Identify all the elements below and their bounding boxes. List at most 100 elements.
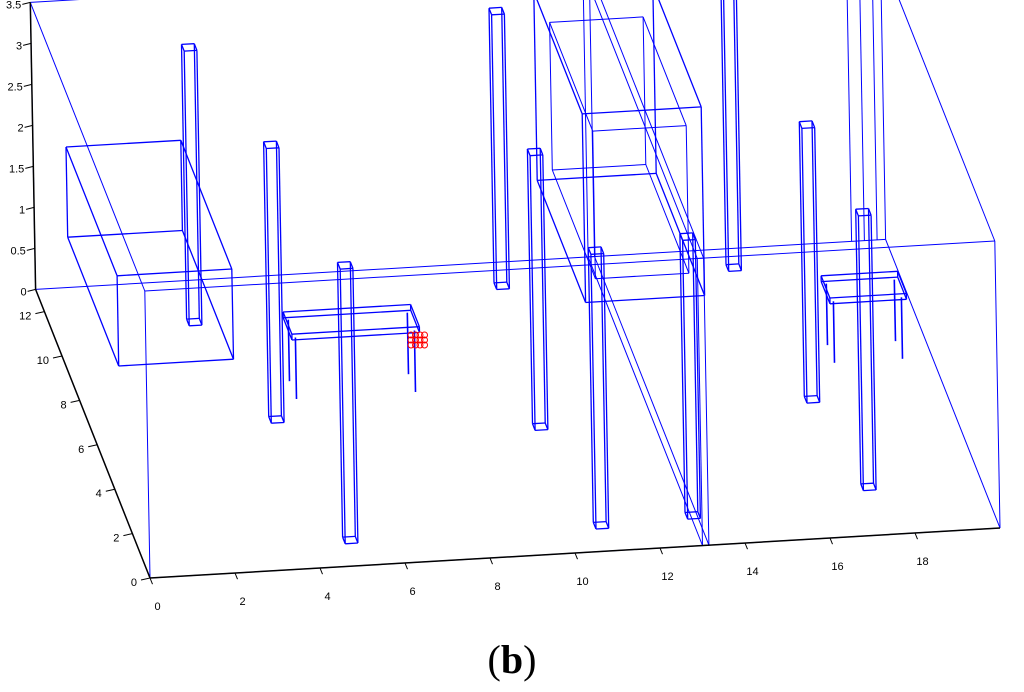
column-10-edge <box>681 240 689 520</box>
cabinet-center-inner-edge <box>549 22 553 171</box>
y-axis-line <box>34 289 151 579</box>
table-left-top <box>282 303 421 341</box>
cabinet-center-edge <box>536 180 587 303</box>
z-tick <box>22 42 32 46</box>
table-right-top <box>820 270 908 305</box>
column-8 <box>798 120 821 404</box>
caption-open: ( <box>487 637 501 682</box>
column-7-edge <box>723 0 730 272</box>
column-6-edge <box>603 253 610 529</box>
y-tick <box>105 488 115 492</box>
z-tick-label: 2.5 <box>8 81 23 93</box>
column-3-edge <box>345 542 358 545</box>
column-8-edge <box>801 128 808 404</box>
y-tick-label: 6 <box>78 444 84 456</box>
column-4-edge <box>488 6 502 9</box>
target-marker <box>421 336 428 344</box>
column-2-edge <box>263 140 277 143</box>
y-tick <box>52 355 63 359</box>
x-tick <box>574 552 578 560</box>
cabinet-left <box>65 139 235 367</box>
table-right-legs-leg <box>832 301 836 363</box>
column-2-edge <box>275 141 283 416</box>
x-tick <box>404 562 408 570</box>
target-marker <box>416 341 424 349</box>
y-tick <box>35 311 45 315</box>
column-2-edge <box>278 147 285 423</box>
target-marker <box>416 331 424 339</box>
table-left-top-edge <box>291 331 420 341</box>
wireframe-geometry <box>29 0 1001 579</box>
cabinet-center-inner-edge <box>685 125 690 274</box>
y-tick-label: 4 <box>96 488 102 500</box>
column-2 <box>262 140 285 424</box>
table-left-top-edge <box>283 303 411 313</box>
partition-wall <box>582 0 710 546</box>
z-tick-label: 0.5 <box>11 245 26 257</box>
column-1-edge <box>181 43 195 46</box>
column-6-edge <box>590 254 597 530</box>
x-tick-label: 18 <box>916 556 928 568</box>
room-boundary-edge <box>144 290 151 579</box>
column-5-edge <box>535 428 548 432</box>
cabinet-center-edge <box>652 0 657 174</box>
cabinet-center-inner-edge <box>592 125 687 132</box>
target-marker <box>412 331 419 339</box>
cabinet-left-edge <box>67 229 183 238</box>
column-8-edge <box>799 120 813 123</box>
column-7 <box>720 0 743 273</box>
partition-wall-edge <box>594 256 710 546</box>
cabinet-center-edge <box>581 113 587 303</box>
x-tick <box>489 557 493 565</box>
target-marker <box>407 331 415 339</box>
z-axis-line <box>29 2 37 290</box>
caption-letter: b <box>500 637 524 682</box>
x-tick-label: 0 <box>154 601 160 613</box>
x-tick <box>659 547 663 555</box>
z-tick <box>25 206 35 210</box>
column-2-edge <box>262 141 270 417</box>
x-tick <box>234 572 238 580</box>
table-right-legs-leg <box>900 297 904 359</box>
x-tick-label: 8 <box>494 581 500 593</box>
column-10-edge <box>694 239 702 519</box>
cabinet-left-edge <box>118 358 234 367</box>
x-tick-label: 2 <box>239 596 245 608</box>
y-tick-label: 2 <box>113 533 119 545</box>
cabinet-center-edge <box>536 0 583 115</box>
z-tick-label: 2 <box>17 122 23 134</box>
cabinet-center-edge <box>585 294 705 304</box>
column-7-edge <box>735 0 743 271</box>
cabinet-center-inner-edge <box>549 16 644 23</box>
z-tick <box>26 247 35 251</box>
table-right-top-edge <box>820 281 831 305</box>
column-6-edge <box>587 247 594 523</box>
cabinet-center-inner-edge <box>642 16 647 165</box>
table-left-top-edge <box>291 326 420 335</box>
z-tick <box>27 288 36 292</box>
caption-close: ) <box>523 637 537 682</box>
cabinet-left-edge <box>65 146 118 277</box>
y-tick <box>70 399 80 403</box>
x-tick <box>829 537 833 545</box>
cabinet-center-edge <box>533 0 538 181</box>
x-tick-label: 12 <box>661 571 673 583</box>
cabinet-left-edge <box>180 140 184 231</box>
x-tick <box>914 532 918 540</box>
target-markers <box>407 331 428 349</box>
column-6-edge <box>595 527 609 530</box>
y-tick-label: 8 <box>60 399 66 411</box>
room-boundary-edge <box>29 2 146 292</box>
cabinet-left-edge <box>180 140 233 270</box>
partition-wall-edge <box>594 0 698 259</box>
cabinet-left-edge <box>67 236 120 367</box>
column-10-edge <box>692 232 699 512</box>
cabinet-center-edge <box>658 0 702 108</box>
column-3-edge <box>336 262 344 538</box>
cabinet-center-inner-edge <box>552 164 646 171</box>
column-5-edge <box>542 154 549 430</box>
table-left-top-edge <box>409 304 421 327</box>
column-4-edge <box>501 7 508 283</box>
column-4-edge <box>490 14 498 290</box>
